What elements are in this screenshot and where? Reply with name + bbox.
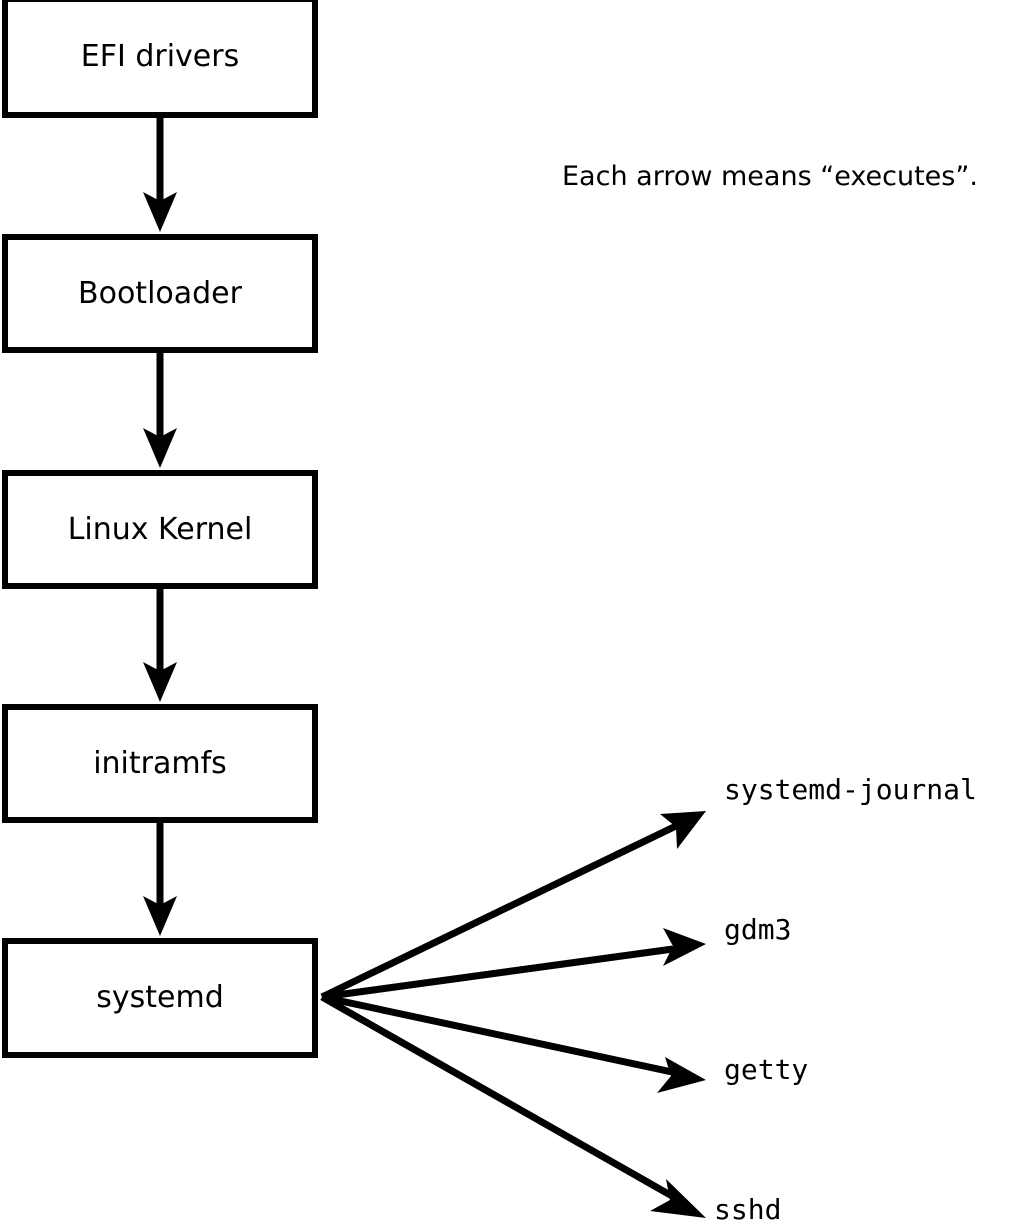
process-label-efi-drivers: EFI drivers bbox=[80, 39, 240, 74]
process-label-systemd: systemd bbox=[96, 980, 224, 1015]
process-box-bootloader[interactable]: Bootloader bbox=[2, 234, 318, 353]
arrow-kernel-to-initramfs bbox=[143, 589, 177, 702]
process-box-efi-drivers[interactable]: EFI drivers bbox=[2, 0, 318, 118]
process-box-systemd[interactable]: systemd bbox=[2, 938, 318, 1058]
service-label-systemd-journal[interactable]: systemd-journal bbox=[724, 773, 977, 806]
process-box-linux-kernel[interactable]: Linux Kernel bbox=[2, 470, 318, 589]
diagram-caption: Each arrow means “executes”. bbox=[562, 161, 978, 192]
arrow-systemd-to-gdm3 bbox=[321, 928, 706, 1001]
arrow-bootloader-to-kernel bbox=[143, 353, 177, 468]
arrow-initramfs-to-systemd bbox=[143, 823, 177, 936]
process-label-initramfs: initramfs bbox=[93, 745, 227, 781]
process-box-initramfs[interactable]: initramfs bbox=[2, 704, 318, 823]
process-label-linux-kernel: Linux Kernel bbox=[67, 511, 253, 547]
arrow-efi-to-bootloader bbox=[143, 118, 177, 232]
service-label-sshd[interactable]: sshd bbox=[714, 1193, 782, 1226]
service-label-getty[interactable]: getty bbox=[724, 1053, 809, 1086]
arrow-systemd-to-sshd bbox=[320, 993, 706, 1218]
arrow-systemd-to-systemd-journal bbox=[320, 811, 706, 1001]
arrow-systemd-to-getty bbox=[321, 993, 706, 1093]
process-label-bootloader: Bootloader bbox=[78, 275, 242, 311]
service-label-gdm3[interactable]: gdm3 bbox=[724, 913, 792, 946]
